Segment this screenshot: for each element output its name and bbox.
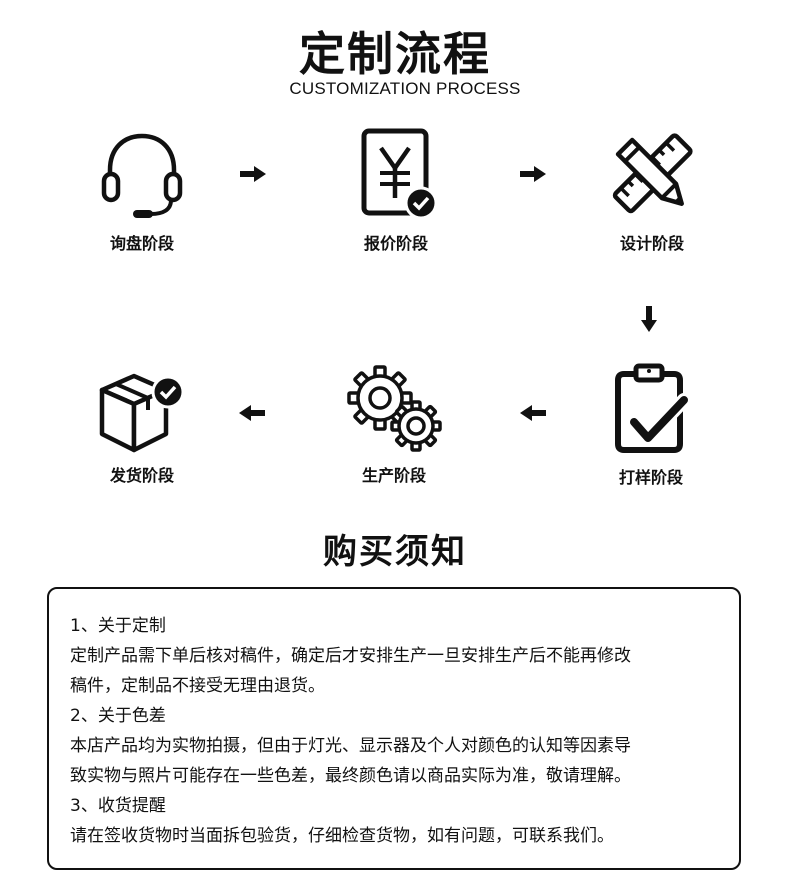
step-label: 询盘阶段 [109, 234, 174, 253]
step-label: 报价阶段 [363, 234, 428, 253]
notice-text: 致实物与照片可能存在一些色差，最终颜色请以商品实际为准，敬请理解。 [70, 766, 631, 786]
page-title: 定制流程 [299, 27, 491, 81]
arrow-right-icon [240, 166, 266, 182]
step-label: 生产阶段 [361, 466, 426, 485]
notice-heading: 2、关于色差 [70, 706, 166, 726]
notice-box: 1、关于定制 定制产品需下单后核对稿件，确定后才安排生产一旦安排生产后不能再修改… [47, 587, 741, 870]
arrow-left-icon [520, 405, 546, 421]
notice-text: 本店产品均为实物拍摄，但由于灯光、显示器及个人对颜色的认知等因素导 [70, 736, 631, 756]
arrow-down-icon [641, 306, 657, 332]
arrow-left-icon [239, 405, 265, 421]
step-design: 设计阶段 [572, 128, 732, 254]
clipboard-check-icon [615, 363, 691, 453]
box-check-icon [99, 373, 185, 453]
notice-title: 购买须知 [323, 532, 467, 572]
step-label: 设计阶段 [619, 234, 684, 253]
step-production: 生产阶段 [314, 364, 474, 486]
notice-text: 稿件，定制品不接受无理由退货。 [70, 676, 325, 696]
notice-text: 定制产品需下单后核对稿件，确定后才安排生产一旦安排生产后不能再修改 [70, 646, 631, 666]
gears-icon [347, 365, 442, 452]
pencil-ruler-icon [612, 133, 693, 214]
step-label: 发货阶段 [109, 466, 174, 485]
notice-text: 请在签收货物时当面拆包验货，仔细检查货物，如有问题，可联系我们。 [70, 826, 614, 846]
yuan-price-check-icon [361, 128, 438, 220]
step-quotation: 报价阶段 [316, 128, 476, 254]
headset-icon [101, 133, 183, 218]
step-inquiry: 询盘阶段 [62, 128, 222, 254]
notice-heading: 3、收货提醒 [70, 796, 166, 816]
arrow-right-icon [520, 166, 546, 182]
notice-heading: 1、关于定制 [70, 616, 166, 636]
step-label: 打样阶段 [618, 468, 683, 487]
step-shipping: 发货阶段 [62, 364, 222, 486]
page-subtitle: CUSTOMIZATION PROCESS [289, 79, 521, 98]
step-sampling: 打样阶段 [571, 362, 731, 488]
